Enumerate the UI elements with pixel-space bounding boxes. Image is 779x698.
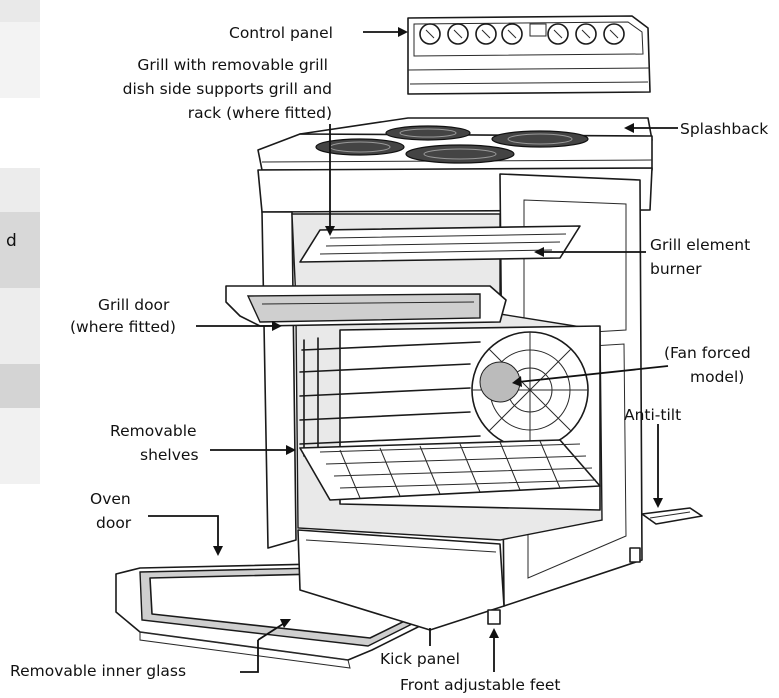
grill-door-drawing xyxy=(226,286,506,326)
label-grill-element-line2: burner xyxy=(650,260,702,278)
cooktop-drawing xyxy=(258,118,652,170)
label-oven-door-line1: Oven xyxy=(90,490,131,508)
label-grill-door-line1: Grill door xyxy=(98,296,170,314)
label-fan-forced-line2: model) xyxy=(690,368,744,386)
label-grill-element-line1: Grill element xyxy=(650,236,750,254)
side-tab-letter: d xyxy=(6,231,17,251)
anti-tilt-bracket-drawing xyxy=(642,508,702,524)
label-splashback: Splashback xyxy=(680,120,768,138)
label-grill-line1: Grill with removable grill xyxy=(137,56,328,74)
label-front-adjustable-feet: Front adjustable feet xyxy=(400,676,560,694)
label-fan-forced-line1: (Fan forced xyxy=(664,344,751,362)
control-panel-drawing xyxy=(408,16,650,94)
label-grill-door-line2: (where fitted) xyxy=(70,318,176,336)
label-control-panel: Control panel xyxy=(229,24,333,42)
label-oven-door-line2: door xyxy=(96,514,132,532)
label-removable-inner-glass: Removable inner glass xyxy=(10,662,186,680)
label-grill-line2: dish side supports grill and xyxy=(123,80,332,98)
label-anti-tilt: Anti-tilt xyxy=(624,406,681,424)
label-removable-shelves-line2: shelves xyxy=(140,446,199,464)
label-grill-line3: rack (where fitted) xyxy=(188,104,332,122)
label-removable-shelves-line1: Removable xyxy=(110,422,197,440)
side-tab-strip: d xyxy=(0,0,40,484)
label-kick-panel: Kick panel xyxy=(380,650,460,668)
